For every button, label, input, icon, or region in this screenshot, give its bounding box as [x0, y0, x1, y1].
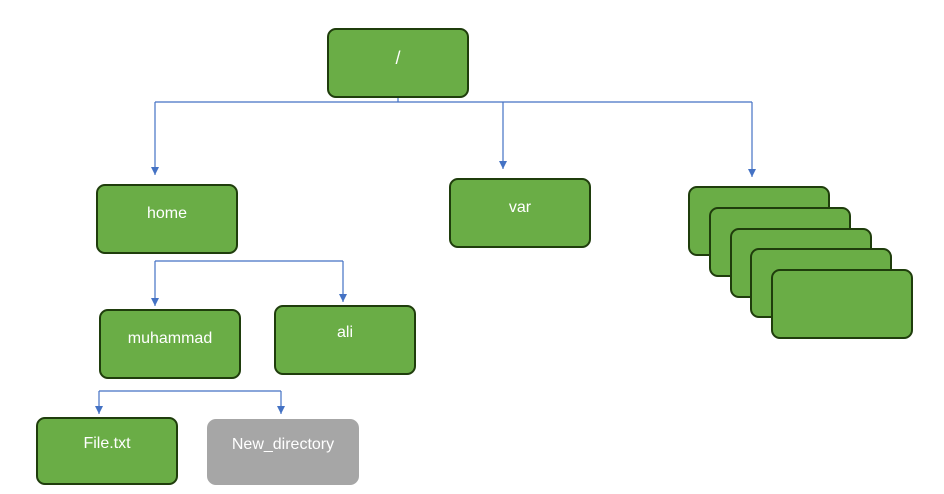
- file-node[interactable]: File.txt: [36, 417, 178, 485]
- home-node[interactable]: home: [96, 184, 238, 254]
- home-node-label: home: [146, 205, 188, 222]
- new-directory-node[interactable]: New_directory: [207, 419, 359, 485]
- var-node[interactable]: var: [449, 178, 591, 248]
- new-directory-node-label: New_directory: [231, 436, 335, 453]
- ali-node[interactable]: ali: [274, 305, 416, 375]
- muhammad-node-label: muhammad: [127, 330, 213, 347]
- ali-node-label: ali: [336, 324, 353, 341]
- root-node[interactable]: /: [327, 28, 469, 98]
- root-connector-bus: [155, 98, 752, 103]
- muhammad-node[interactable]: muhammad: [99, 309, 241, 379]
- root-node-label: /: [395, 47, 401, 68]
- var-node-label: var: [508, 199, 532, 216]
- stacked-node-5[interactable]: [771, 269, 913, 339]
- file-node-label: File.txt: [83, 435, 131, 452]
